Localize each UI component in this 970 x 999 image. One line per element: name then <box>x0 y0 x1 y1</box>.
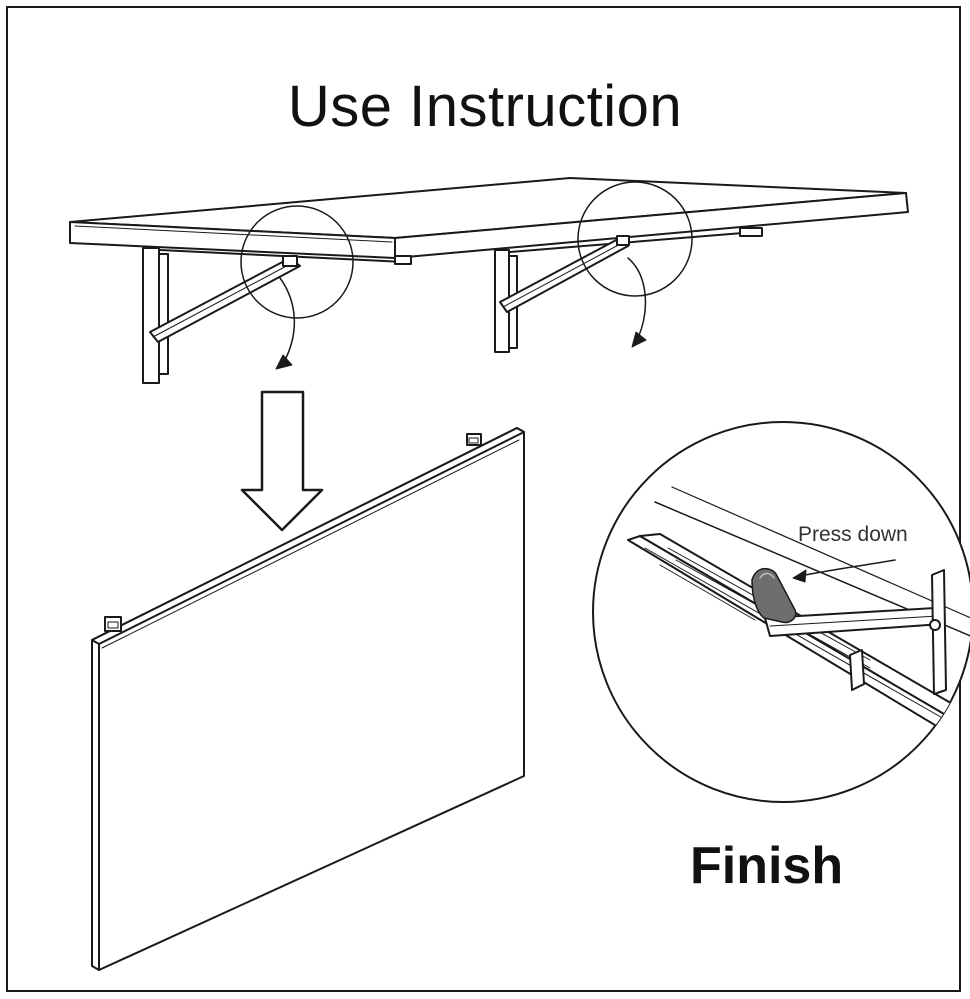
unfolded-table <box>69 177 909 384</box>
left-bracket <box>142 247 412 384</box>
right-bracket <box>494 227 763 353</box>
callout-circle-left <box>240 205 354 319</box>
callout-circle-right <box>577 181 693 297</box>
fold-arrow-left <box>279 277 296 361</box>
folded-table <box>91 427 525 971</box>
folded-board-front <box>91 427 525 971</box>
release-lever-icon <box>751 567 797 624</box>
fold-arrowhead-left-icon <box>275 354 293 370</box>
press-down-arrow <box>799 559 896 577</box>
down-arrow-icon <box>240 390 324 532</box>
press-down-arrowhead-icon <box>792 569 807 583</box>
fold-arrowhead-right-icon <box>631 331 647 348</box>
tabletop-right-edge <box>394 192 909 259</box>
detail-zoom: Press down <box>592 421 970 803</box>
fold-arrow-right <box>627 257 647 339</box>
press-down-label: Press down <box>798 523 908 546</box>
finish-label: Finish <box>690 837 844 895</box>
page-title: Use Instruction <box>287 74 683 139</box>
